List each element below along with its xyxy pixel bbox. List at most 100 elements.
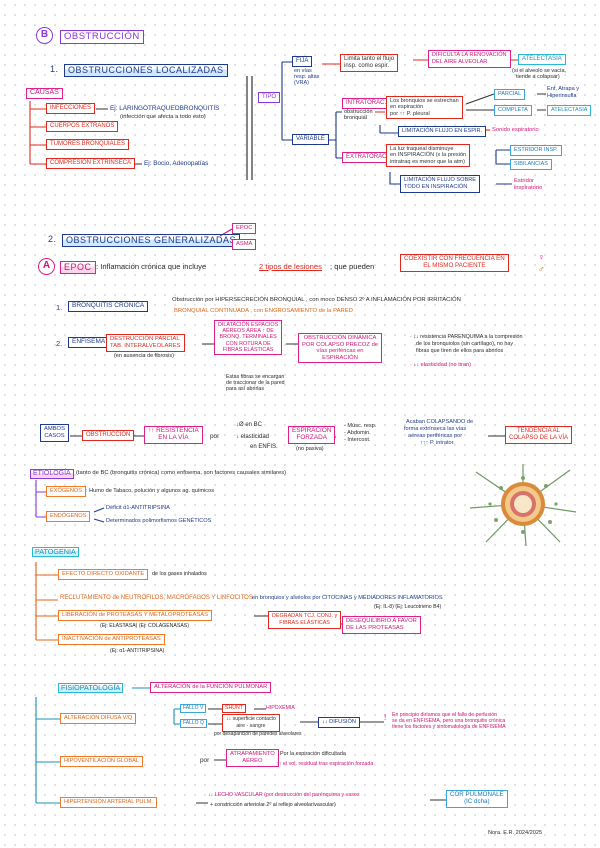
enf-right-4: · ↓↓ elasticidad (no tiran) [410,362,471,368]
espir-note: (no pasiva) [296,446,324,452]
difusion: ↓↓ DIFUSIÓN [318,717,360,728]
enf-box1-note: (en ausencia de fibrosis) [114,353,174,359]
extrator-desc-line-1: La luz traqueal disminuye [390,146,454,152]
fisio-label: FISIOPATOLOGÍA [58,683,124,693]
causa-ej1: Ej: LARINGOTRAQUEOBRONQUITIS [110,105,220,112]
female-symbol: ♀ [538,252,545,262]
estridor2-2: inspiratorio [514,185,543,191]
sibilancias: SIBILANCIAS [510,159,552,170]
intrator-sub-1: obstrucción [344,109,373,115]
tendencia-line-2: COLAPSO DE LA VÍA [509,434,569,441]
enf-right-1: · ↓↓ resistencia PARENQUIMA a la compres… [410,334,523,340]
lim-espir: LIMITACIÓN FLUJO EN ESPIR. [398,126,487,137]
lim-insp-line-1: LIMITACIÓN FLUJO SOBRE [404,177,477,183]
fisio-nota-3: tiene los factores y sintomatología de E… [392,724,506,730]
fisio-nota-2: se da en ENFISEMA, pero una bronquitis c… [392,718,506,724]
ambos-line-2: CASOS [44,432,65,439]
etio-endo-2: Determinados polimorfismos GENÉTICOS [106,518,212,524]
enf-box3-line-4: ESPIRACIÓN [322,354,358,361]
pato-efecto-txt: de los gases inhalados [152,571,207,577]
atrap-txt-2: ↑↑ el vol. residual tras espiración forz… [276,761,374,767]
extrator-desc-line-2: en INSPIRACIÓN (x la presión [390,152,467,159]
etio-endo-1: Déficit α1-ANTITRIPSINA [106,505,170,511]
completa: COMPLETA [494,105,532,116]
pato-efecto: EFECTO DIRECTO OXIDANTE [58,569,149,580]
muscle-3: - Intercost. [344,437,371,443]
enf-box2: DILATACIÓN ESPACIOS AÉREOS ÁREA ↑ DE BRO… [214,320,283,356]
intrator-desc-line-1: Los bronquios se estrechan [390,98,459,104]
tendencia-line-1: TENDENCIA AL [517,428,561,434]
espiracion-forzada: ESPIRACIÓN FORZADA [288,426,336,444]
pato-reclut: RECLUTAMIENTO de NEUTRÓFILOS, MACRÓFAGOS… [60,595,253,601]
fisio-row3: HIPERTENSIÓN ARTERIAL PULM. [60,797,157,808]
enf-box2-line-4: CON ROTURA DE [225,340,271,347]
tipo-fija-sub-3: (VRA) [294,80,309,86]
sonido-espiratorio: Sonido espiratorio [492,127,539,133]
cor-pulmonale: COR PULMONALE (IC dcha) [446,790,508,808]
sup-line-1: ↓↓ superficie contacto [226,716,276,722]
enf-label: ENFISEMA [68,337,110,348]
cor-line-1: COR PULMONALE [450,791,504,798]
enf-box2-line-3: BRONQ. TERMINALES [219,334,277,341]
ambos-resistencia: ↑↑ RESISTENCIA EN LA VÍA [144,426,203,444]
tipo-label: TIPO [258,92,281,103]
resist-line-2: EN LA VÍA [158,433,189,441]
ambos-d3: en ENFIS. [250,444,278,450]
intrator-desc-line-3: por ↑↑ P. pleural [390,110,430,117]
causa-tumores: TUMORES BRONQUIALES [46,139,130,150]
enf-box1-line-1: DESTRUCCIÓN PARCIAL [110,336,180,342]
parcial: PARCIAL [494,89,526,100]
enf-box1-line-2: TAB. INTERALVEOLARES [110,342,181,349]
tipo-fija: FIJA [292,56,313,67]
s2-title: OBSTRUCCIONES GENERALIZADAS [62,234,241,247]
a-text-2: ; que pueden [330,262,375,271]
lim-insp: LIMITACIÓN FLUJO SOBRE TODO EN INSPIRACI… [400,175,481,193]
alveolus-illustration [469,464,577,546]
atelectasia-2: ATELECTASIA [547,105,592,116]
causa-cuerpos-extranos: CUERPOS EXTRAÑOS [46,121,119,132]
resist-line-1: ↑↑ RESISTENCIA [148,427,199,434]
acaban-4: ↑↑↑ P. intrator. [420,440,455,446]
lecho-1: ↓↓ LECHO VASCULAR (por destrucción del p… [208,792,360,798]
s2-epoc: EPOC [232,223,257,234]
ambos-obstruccion: OBSTRUCCIÓN [82,430,135,441]
muscle-1: - Músc. resp. [344,423,377,429]
bc-desc-1: Obstrucción por HIPERSECRECIÓN BRONQUIAL… [172,297,461,303]
espir-line-2: FORZADA [296,433,327,441]
fisio-row1: ALTERACIÓN DIFUSA V/Q [60,713,137,724]
fija-result-line-1: DIFICULTA LA RENOVACIÓN [432,52,507,58]
enf-box3-line-3: vías periféricas en [316,348,364,355]
parcial-res-1: Enf, Atrapa y [547,86,580,92]
deseq-line-1: DESEQUILIBRIO A FAVOR [346,618,417,624]
etio-text: (tanto de BC (bronquitis crónica) como e… [76,470,287,476]
ambos-d1: ↓Ø en BC [236,422,263,428]
pato-inactivacion: INACTIVACIÓN de ANTIPROTEASAS [58,634,165,645]
male-symbol: ♂ [538,264,545,274]
sup-note: por desaparición de paredes alveolares [214,731,302,737]
causa-ej2: Ej: Bocio, Adenopatías [144,160,209,167]
enf-box2-note-2: de traccionar de la pared [226,380,285,386]
parcial-res-2: Hiperinsufla [547,93,577,99]
atrapamiento: ATRAPAMIENTO AÉREO [226,749,279,767]
pato-reclut-txt: en bronquios y alvéolos por CITOCINAS y … [252,595,443,601]
ambos-d2: ↓ elasticidad [236,434,270,440]
estridor2-1: Estridor [514,178,534,184]
fisio-nota-1: En principio diríamos que el fallo de pe… [392,712,497,718]
fija-desc-line-1: Limita tanto el flujo [344,56,395,62]
acaban-3: aéreas periféricas por [408,433,463,439]
fija-result: DIFICULTA LA RENOVACIÓN DEL AIRE ALVEOLA… [428,50,511,68]
espir-line-1: ESPIRACIÓN [292,427,332,434]
shunt: SHUNT [222,704,246,713]
bc-desc-2: BRONQUIAL CONTINUADA , con ENGROSAMIENTO… [174,308,353,314]
enf-box2-note-1: Estas fibras se encargan [226,374,285,380]
coexistir-line-1: COEXISTIR CON FRECUENCIA EN [404,255,505,262]
ambos-casos: AMBOS CASOS [40,424,69,442]
fallo-q: FALLO Q [180,719,207,728]
page-title: OBSTRUCCIÓN [60,30,144,44]
enf-box2-line-1: DILATACIÓN ESPACIOS [218,322,279,328]
muscle-2: - Abdomin. [344,430,371,436]
fisio-alteracion: ALTERACIÓN de la FUNCIÓN PULMONAR [150,682,272,693]
enf-box3-line-2: POR COLAPSO PRECOZ de [302,341,379,348]
signature: Nora. E.R. 2024/2025 [488,830,543,836]
degradan-line-1: DEGRADAN TCJ. CONJ. y [272,613,338,619]
